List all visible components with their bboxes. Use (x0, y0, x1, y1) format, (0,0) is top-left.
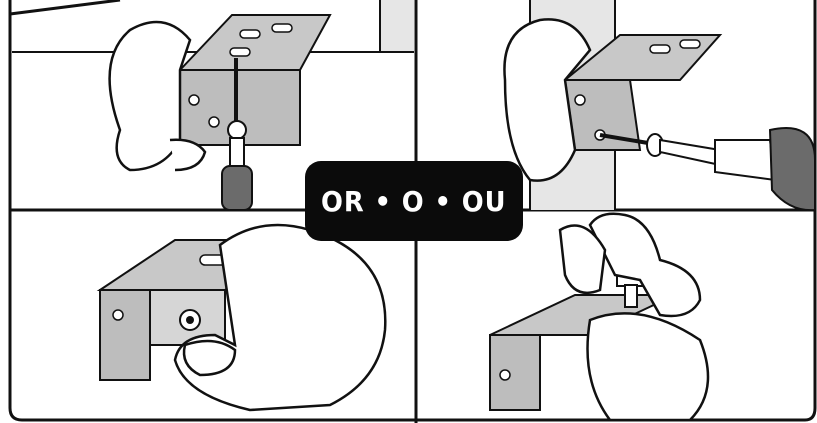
panel-1-screwdriver (12, 0, 414, 211)
frame-top-left (9, 0, 121, 16)
or-badge-text: OR • O • OU (321, 184, 507, 218)
panel-3-fold-bracket (96, 223, 387, 412)
frame-border (8, 0, 817, 422)
or-badge: OR • O • OU (305, 161, 523, 241)
panel-4-bolt-assembly (489, 212, 710, 422)
panel-2-power-drill (503, 0, 816, 212)
